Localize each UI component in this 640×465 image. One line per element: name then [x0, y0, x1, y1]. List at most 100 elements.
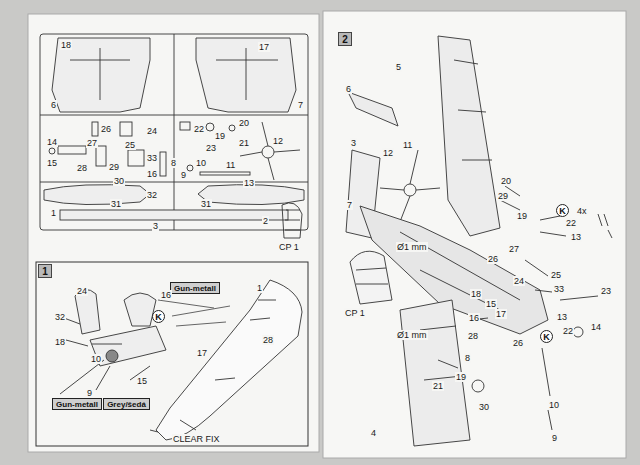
right-page	[323, 11, 626, 458]
callout-number: 10	[195, 158, 207, 168]
note-label: CP 1	[344, 308, 366, 318]
callout-number: 19	[516, 211, 528, 221]
sprue-drawing	[40, 34, 308, 238]
callout-number: 28	[262, 335, 274, 345]
note-label: Ø1 mm	[396, 242, 428, 252]
callout-number: 5	[395, 62, 402, 72]
callout-number: 26	[512, 338, 524, 348]
callout-number: 20	[500, 176, 512, 186]
callout-number: 33	[146, 153, 158, 163]
callout-number: 17	[196, 348, 208, 358]
callout-number: 22	[193, 124, 205, 134]
callout-number: 15	[485, 299, 497, 309]
callout-number: 7	[297, 100, 304, 110]
callout-number: 6	[345, 84, 352, 94]
callout-number: 28	[76, 163, 88, 173]
callout-number: 23	[205, 143, 217, 153]
node-text: Gun-metall	[56, 400, 98, 409]
callout-number: 29	[108, 162, 120, 172]
glue-symbol: K	[540, 330, 553, 343]
callout-number: 1	[256, 283, 263, 293]
callout-number: 1	[50, 208, 57, 218]
node-text: Gun-metall	[174, 284, 216, 293]
callout-number: 12	[272, 136, 284, 146]
glue-symbol: K	[556, 204, 569, 217]
callout-number: 13	[243, 178, 255, 188]
callout-number: 9	[180, 170, 187, 180]
callout-number: 31	[110, 199, 122, 209]
callout-number: 23	[600, 286, 612, 296]
callout-number: 25	[550, 270, 562, 280]
callout-number: 26	[487, 254, 499, 264]
callout-number: 27	[86, 138, 98, 148]
callout-number: 4	[370, 428, 377, 438]
callout-number: 9	[551, 433, 558, 443]
callout-number: 24	[513, 276, 525, 286]
callout-number: 13	[556, 312, 568, 322]
callout-number: 18	[54, 337, 66, 347]
callout-number: 32	[54, 312, 66, 322]
callout-number: 28	[467, 331, 479, 341]
node-text: Grey/šedá	[107, 400, 146, 409]
callout-number: 17	[258, 42, 270, 52]
callout-number: 25	[124, 140, 136, 150]
callout-number: 30	[113, 176, 125, 186]
callout-number: 20	[238, 118, 250, 128]
callout-number: 2	[262, 216, 269, 226]
callout-number: 12	[382, 148, 394, 158]
callout-number: 29	[497, 191, 509, 201]
callout-number: 15	[46, 158, 58, 168]
callout-number: 13	[570, 232, 582, 242]
callout-number: 10	[90, 354, 102, 364]
node-text: K	[543, 332, 550, 342]
node-text: 2	[342, 34, 348, 45]
callout-number: 17	[495, 309, 507, 319]
callout-number: 16	[468, 313, 480, 323]
note-label: CP 1	[278, 242, 300, 252]
step-number: 2	[338, 32, 352, 46]
paint-box: Gun-metall	[170, 282, 220, 294]
callout-number: 4x	[576, 206, 588, 216]
callout-number: 11	[402, 140, 413, 150]
callout-number: 7	[346, 200, 353, 210]
callout-number: 21	[432, 381, 444, 391]
callout-number: 32	[146, 190, 158, 200]
callout-number: 27	[508, 244, 520, 254]
callout-number: 33	[553, 284, 565, 294]
callout-number: 24	[76, 286, 88, 296]
callout-number: 26	[100, 124, 112, 134]
node-text: K	[155, 312, 162, 322]
paint-box: Grey/šedá	[103, 398, 150, 410]
callout-number: 22	[565, 218, 577, 228]
callout-number: 10	[548, 400, 560, 410]
callout-number: 14	[590, 322, 602, 332]
callout-number: 8	[170, 158, 177, 168]
callout-number: 16	[160, 290, 172, 300]
callout-number: 14	[46, 137, 58, 147]
left-page	[28, 14, 319, 452]
callout-number: 19	[455, 372, 467, 382]
step-2-drawing	[346, 36, 612, 446]
step-1-drawing	[60, 280, 302, 440]
callout-number: 3	[350, 138, 357, 148]
callout-number: 21	[238, 138, 250, 148]
callout-number: 18	[60, 40, 72, 50]
callout-number: 16	[146, 169, 158, 179]
callout-number: 15	[136, 376, 148, 386]
callout-number: 22	[562, 326, 574, 336]
node-text: 1	[42, 266, 48, 277]
callout-number: 6	[50, 100, 57, 110]
callout-number: 24	[146, 126, 158, 136]
callout-number: 8	[464, 353, 471, 363]
callout-number: 31	[200, 199, 212, 209]
callout-number: 11	[225, 160, 236, 170]
step-number: 1	[38, 264, 52, 278]
paint-box: Gun-metall	[52, 398, 102, 410]
node-text: K	[559, 206, 566, 216]
step-frame	[36, 262, 308, 446]
callout-number: 9	[86, 388, 93, 398]
callout-number: 19	[214, 131, 226, 141]
glue-symbol: K	[152, 310, 165, 323]
note-label: CLEAR FIX	[172, 434, 221, 444]
